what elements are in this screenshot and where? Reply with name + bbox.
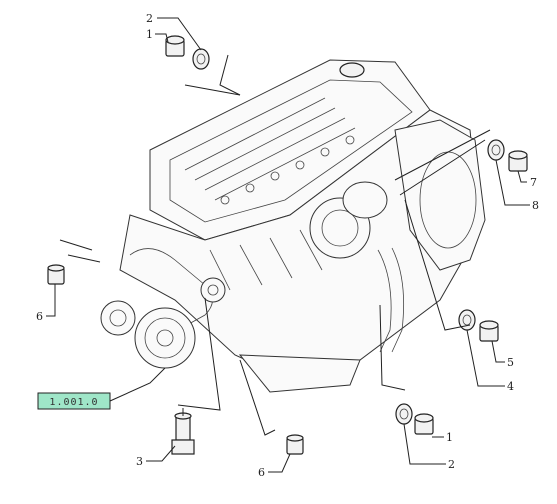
leader-lines: [46, 17, 530, 473]
callout-6-left: 6: [36, 310, 43, 323]
callout-7-right: 7: [530, 176, 537, 189]
callout-1-top: 1: [146, 28, 153, 41]
callout-5-right: 5: [507, 356, 514, 369]
plug-part-upper-right: [508, 150, 528, 172]
reference-code-box: 1.001.0: [37, 392, 111, 410]
callout-6-bottom: 6: [258, 466, 265, 479]
callout-8-right: 8: [532, 199, 539, 212]
callout-2-top: 2: [146, 12, 153, 25]
callout-4-right: 4: [507, 380, 514, 393]
reference-code-text: 1.001.0: [49, 397, 98, 408]
plug-part-right: [479, 320, 499, 342]
bushing-part-bottom: [286, 434, 304, 455]
callout-1-bottom-right: 1: [446, 431, 453, 444]
callout-3-bottom: 3: [136, 455, 143, 468]
fitting-part-bottom: [171, 412, 195, 455]
engine-illustration: [100, 59, 486, 393]
plug-part-top: [165, 35, 185, 57]
washer-part-upper-right: [487, 139, 505, 161]
callout-2-bottom-right: 2: [448, 458, 455, 471]
plug-part-bottom-right: [414, 413, 434, 435]
bushing-part-left: [47, 264, 65, 285]
callout-labels: 2 1 6 3 6 1 2 5 4 7 8: [36, 12, 539, 479]
washer-part-top: [192, 48, 210, 70]
washer-part-bottom-right: [395, 403, 413, 425]
washer-part-right: [458, 309, 476, 331]
